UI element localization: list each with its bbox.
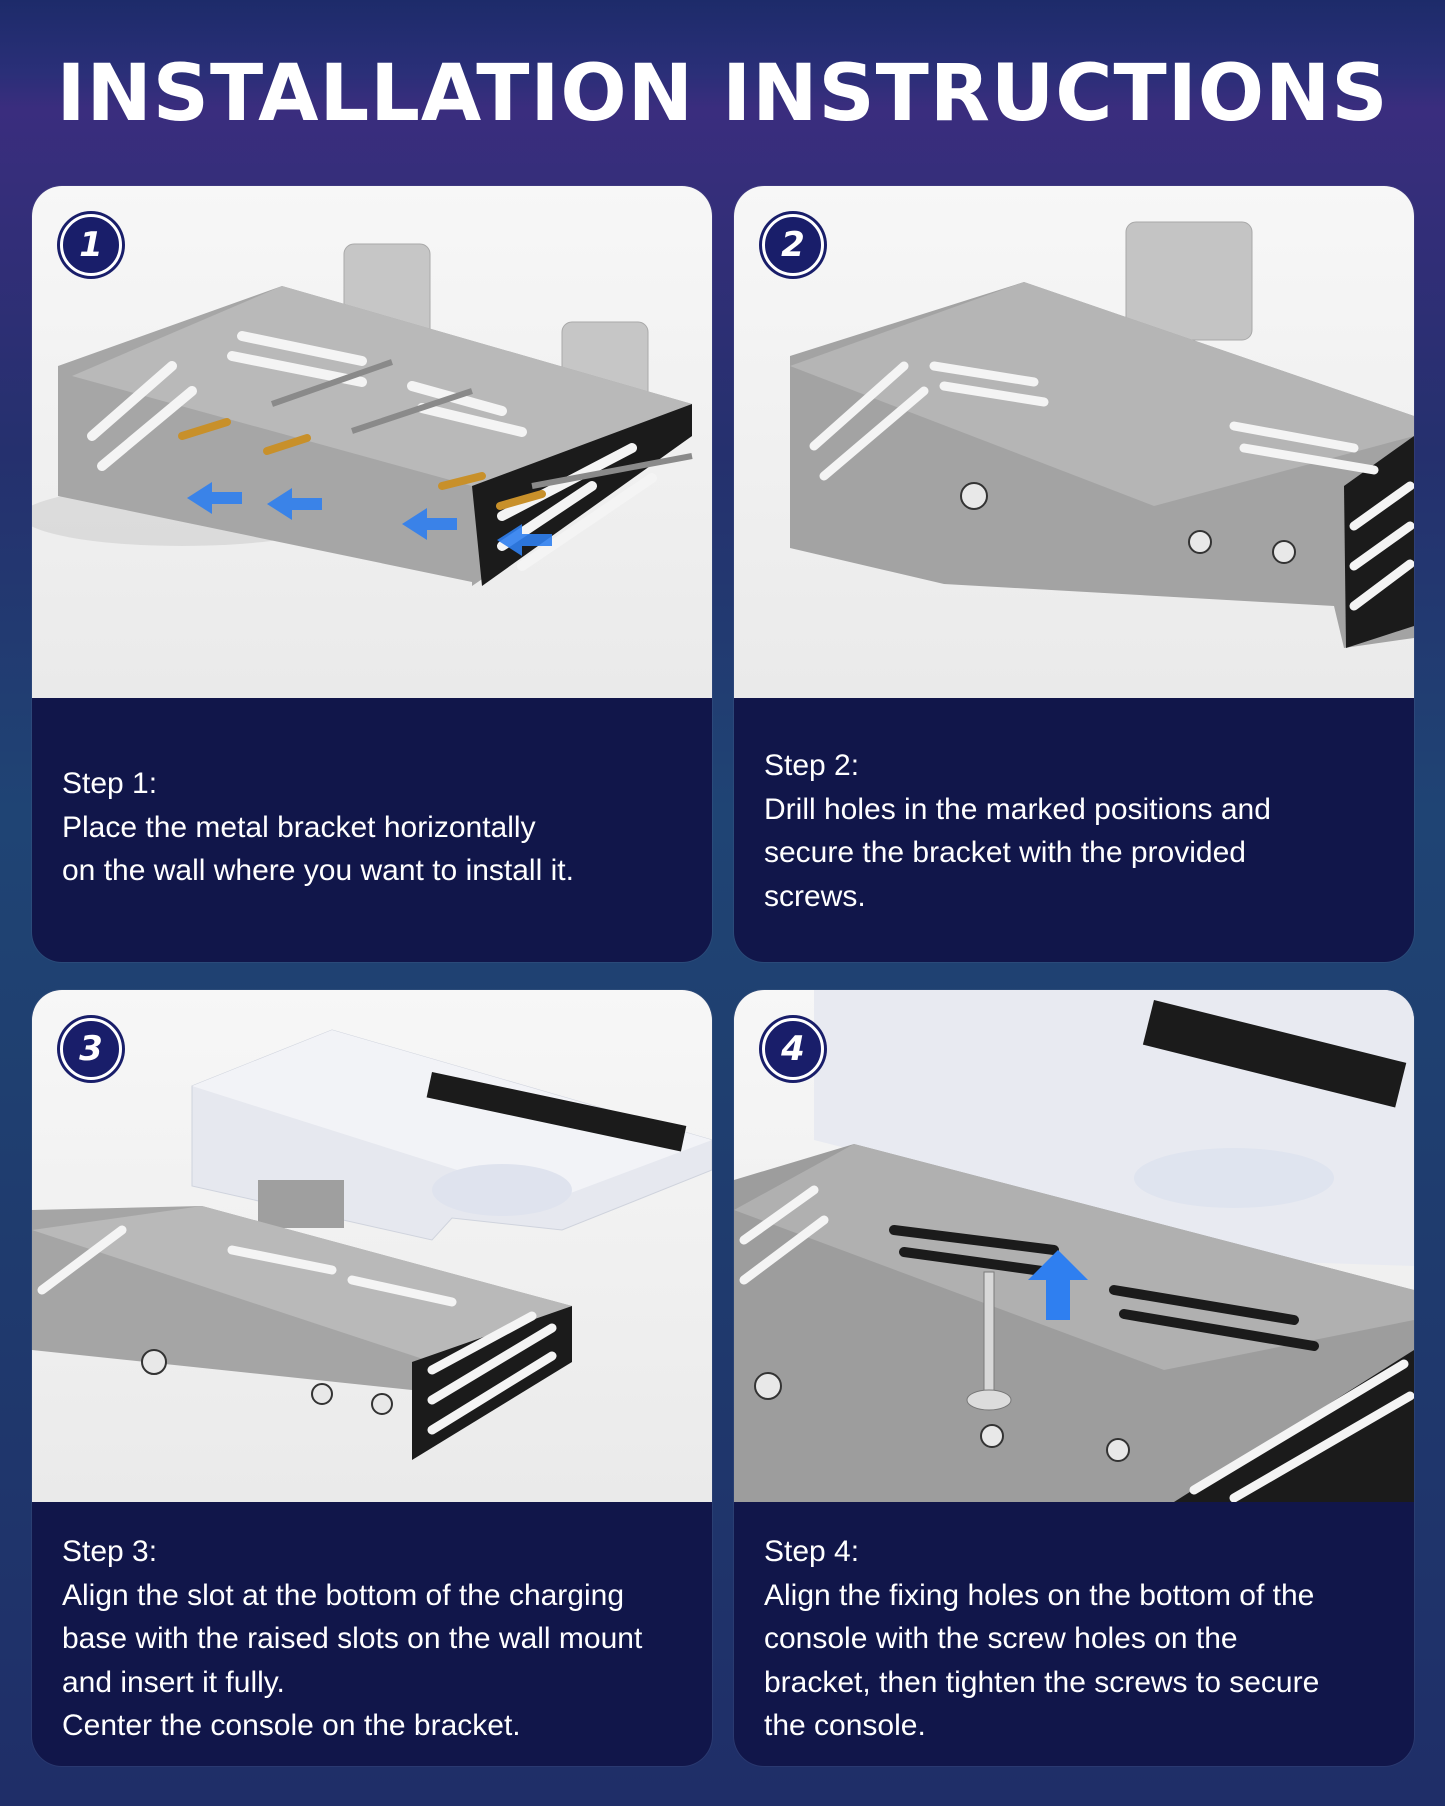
step-2-caption: Step 2: Drill holes in the marked positi…	[764, 744, 1396, 918]
step-text-line: bracket, then tighten the screws to secu…	[764, 1665, 1320, 1699]
step-card-2: 2 Step 2: Drill holes in the marked posi…	[734, 186, 1414, 962]
step-number-badge: 1	[60, 214, 122, 276]
step-text-line: Drill holes in the marked positions and	[764, 792, 1271, 826]
page-title: INSTALLATION INSTRUCTIONS	[56, 49, 1389, 139]
step-text-line: base with the raised slots on the wall m…	[62, 1622, 643, 1655]
step-2-image: 2	[734, 186, 1414, 698]
step-number-badge: 2	[762, 214, 824, 276]
step-heading: Step 2:	[764, 749, 860, 782]
step-text-line: the console.	[764, 1709, 926, 1742]
step-text-line: screws.	[764, 879, 866, 913]
step-4-caption: Step 4: Align the fixing holes on the bo…	[764, 1530, 1396, 1748]
bracket-illustration	[790, 221, 1414, 648]
step-text-line: on the wall where you want to install it…	[62, 854, 574, 887]
step-card-1: 1 Step 1: Place the metal bracket horizo…	[32, 186, 712, 962]
step-3-caption: Step 3: Align the slot at the bottom of …	[62, 1530, 694, 1748]
step-4-image: 4	[734, 990, 1414, 1502]
step-card-4: 4 Step 4: Align the fixing holes on the …	[734, 990, 1414, 1766]
step-number-badge: 4	[762, 1018, 824, 1080]
step-text-line: secure the bracket with the provided	[764, 836, 1246, 869]
step-text-line: Place the metal bracket horizontally	[62, 810, 536, 844]
step-text-line: Center the console on the bracket.	[62, 1709, 521, 1742]
step-3-image: 3	[32, 990, 712, 1502]
step-heading: Step 3:	[62, 1535, 158, 1568]
step-card-3: 3 Step 3: Align the slot at the bottom o…	[32, 990, 712, 1766]
step-text-line: Align the fixing holes on the bottom of …	[764, 1578, 1315, 1612]
bracket-illustration	[734, 990, 1414, 1502]
step-1-caption: Step 1: Place the metal bracket horizont…	[62, 762, 694, 893]
step-1-image: 1	[32, 186, 712, 698]
step-text-line: Align the slot at the bottom of the char…	[62, 1578, 625, 1612]
step-text-line: and insert it fully.	[62, 1665, 285, 1699]
bracket-illustration	[32, 243, 693, 586]
step-number-badge: 3	[60, 1018, 122, 1080]
step-heading: Step 4:	[764, 1535, 860, 1568]
bracket-illustration	[32, 1029, 712, 1460]
step-text-line: console with the screw holes on the	[764, 1622, 1238, 1655]
step-heading: Step 1:	[62, 767, 158, 800]
